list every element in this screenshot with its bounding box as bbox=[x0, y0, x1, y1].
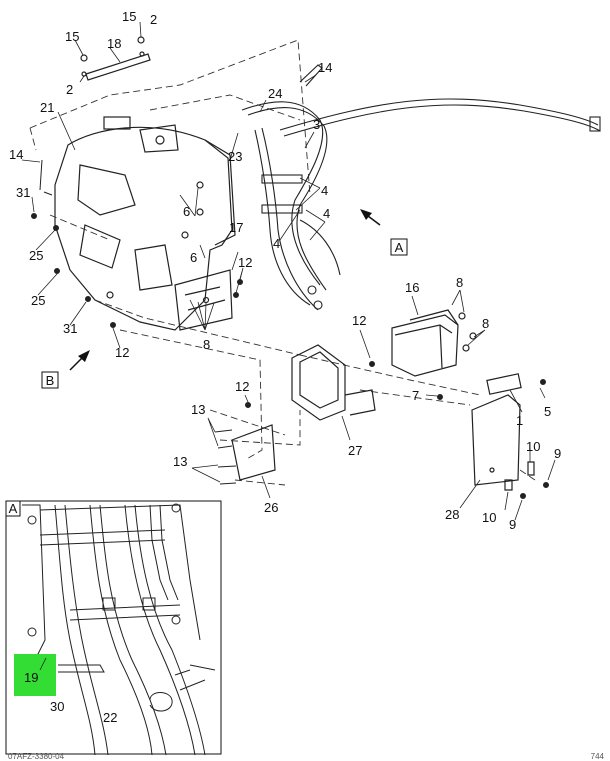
callout-9: 9 bbox=[509, 517, 516, 532]
callout-18: 18 bbox=[107, 36, 121, 51]
view-a-label: A bbox=[395, 240, 404, 255]
callout-23: 23 bbox=[228, 149, 242, 164]
callout-12: 12 bbox=[238, 255, 252, 270]
callout-15: 15 bbox=[65, 29, 79, 44]
callout-27: 27 bbox=[348, 443, 362, 458]
callout-5: 5 bbox=[544, 404, 551, 419]
callout-31: 31 bbox=[63, 321, 77, 336]
callout-12: 12 bbox=[115, 345, 129, 360]
view-arrows bbox=[69, 209, 381, 371]
callout-4: 4 bbox=[321, 183, 328, 198]
bracket-27 bbox=[291, 344, 376, 421]
callout-1: 1 bbox=[516, 413, 523, 428]
callout-25: 25 bbox=[31, 293, 45, 308]
drawing-number: 07AFZ-3380-04 bbox=[8, 752, 65, 761]
callout-14: 14 bbox=[9, 147, 23, 162]
bracket-28 bbox=[471, 373, 535, 491]
callout-30: 30 bbox=[50, 699, 64, 714]
view-b-box: B bbox=[41, 371, 59, 389]
leader-lines bbox=[21, 21, 556, 521]
callout-7: 7 bbox=[412, 388, 419, 403]
detail-a-label: A bbox=[9, 501, 18, 516]
callout-10: 10 bbox=[526, 439, 540, 454]
cable-harness-24 bbox=[241, 64, 601, 311]
fasteners bbox=[31, 159, 549, 499]
callout-2: 2 bbox=[66, 82, 73, 97]
page-reference: 744 bbox=[591, 752, 605, 761]
callout-17: 17 bbox=[229, 220, 243, 235]
callout-8: 8 bbox=[482, 316, 489, 331]
callout-26: 26 bbox=[264, 500, 278, 515]
callout-9: 9 bbox=[554, 446, 561, 461]
callout-12: 12 bbox=[235, 379, 249, 394]
callout-19: 19 bbox=[24, 670, 38, 685]
callout-24: 24 bbox=[268, 86, 282, 101]
callout-10: 10 bbox=[482, 510, 496, 525]
callout-6: 6 bbox=[190, 250, 197, 265]
detail-a-drawing bbox=[22, 503, 216, 756]
callout-22: 22 bbox=[103, 710, 117, 725]
bracket-plate-21 bbox=[54, 116, 236, 331]
callout-4: 4 bbox=[273, 236, 280, 251]
callout-labels: 15 2 15 18 2 14 24 21 3 23 14 4 31 6 4 2… bbox=[9, 9, 561, 725]
callout-2: 2 bbox=[150, 12, 157, 27]
callout-13: 13 bbox=[173, 454, 187, 469]
callout-8: 8 bbox=[456, 275, 463, 290]
callout-25: 25 bbox=[29, 248, 43, 263]
callout-3: 3 bbox=[313, 117, 320, 132]
shield-26 bbox=[231, 424, 276, 481]
callout-14: 14 bbox=[318, 60, 332, 75]
highlight-box-19 bbox=[14, 654, 56, 696]
callout-28: 28 bbox=[445, 507, 459, 522]
callout-16: 16 bbox=[405, 280, 419, 295]
callout-21: 21 bbox=[40, 100, 54, 115]
view-b-label: B bbox=[46, 373, 55, 388]
callout-13: 13 bbox=[191, 402, 205, 417]
detail-view-a: A bbox=[5, 500, 222, 756]
callout-8: 8 bbox=[203, 337, 210, 352]
view-a-box: A bbox=[390, 238, 408, 256]
callout-6: 6 bbox=[183, 204, 190, 219]
callout-15: 15 bbox=[122, 9, 136, 24]
callout-12: 12 bbox=[352, 313, 366, 328]
module-16 bbox=[391, 309, 477, 377]
phantom-lines bbox=[29, 39, 536, 486]
callout-4: 4 bbox=[323, 206, 330, 221]
callout-31: 31 bbox=[16, 185, 30, 200]
